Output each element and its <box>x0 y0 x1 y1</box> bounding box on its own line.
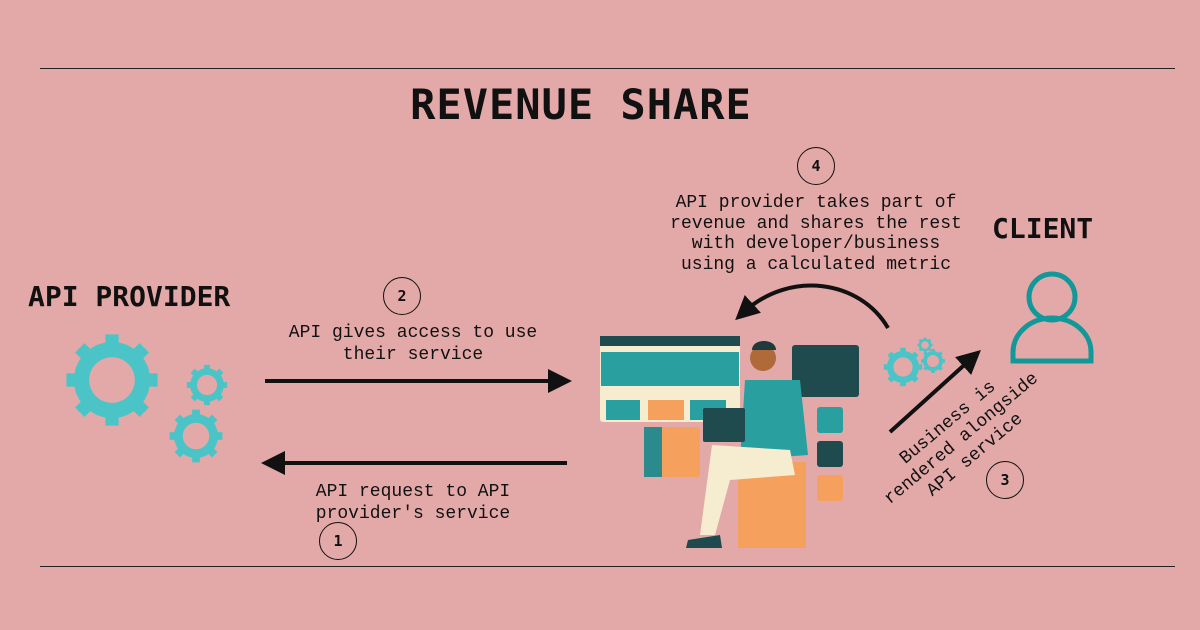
bottom-divider <box>40 566 1175 567</box>
step-4-text: API provider takes part of revenue and s… <box>670 193 962 275</box>
provider-label: API PROVIDER <box>28 280 231 313</box>
client-label: CLIENT <box>992 212 1094 245</box>
top-divider <box>40 68 1175 69</box>
step-4-badge: 4 <box>797 147 835 185</box>
step-3-badge: 3 <box>986 461 1024 499</box>
step-2-text: API gives access to use their service <box>288 323 538 365</box>
page-title: REVENUE SHARE <box>410 80 752 129</box>
user-icon <box>1010 271 1094 364</box>
developer-illustration <box>600 336 859 548</box>
step-1-badge: 1 <box>319 522 357 560</box>
gears-icon <box>66 334 227 462</box>
arrow-revenue <box>735 283 890 330</box>
step-1-text: API request to API provider's service <box>315 482 511 524</box>
step-2-badge: 2 <box>383 277 421 315</box>
small-gears-icon <box>884 336 947 386</box>
arrow-render <box>888 349 981 434</box>
